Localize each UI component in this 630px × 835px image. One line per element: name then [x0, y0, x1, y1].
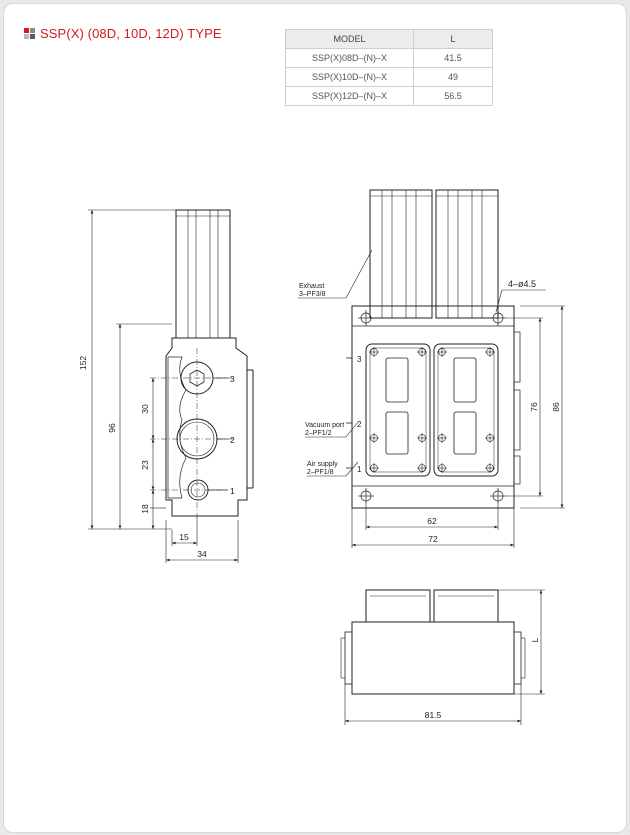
front-actuator-left: [369, 189, 433, 319]
dim-port-pitch-bottom: 23: [140, 460, 150, 470]
dim-bottom-offset: 18: [140, 504, 150, 514]
dim-hole-pitch-width: 62: [427, 516, 437, 526]
side-view: 152 96 30 23 18 15 34 3 2 1: [78, 209, 254, 563]
page-panel: [3, 3, 627, 833]
title-squares-icon: [24, 28, 35, 39]
dim-port-pitch-top: 30: [140, 404, 150, 414]
dim-body-height: 96: [107, 423, 117, 433]
front-port-1-label: 1: [357, 465, 362, 474]
bottom-body: [351, 621, 515, 695]
bottom-actuator-right: [433, 589, 499, 623]
dim-hole-pitch-height: 76: [529, 402, 539, 412]
mount-holes: [358, 310, 506, 504]
valve-body-left: [365, 343, 431, 477]
front-port-2-label: 2: [357, 420, 362, 429]
exhaust-spec: 3–PF3/8: [299, 291, 326, 298]
l-cell: 56.5: [413, 86, 493, 106]
exhaust-leader: [298, 249, 373, 299]
front-port-3-label: 3: [357, 355, 362, 364]
dim-front-height: 86: [551, 402, 561, 412]
vacuum-label: Vacuum port: [305, 422, 344, 429]
page-title: SSP(X) (08D, 10D, 12D) TYPE: [40, 26, 222, 41]
mount-hole-spec: 4–ø4.5: [508, 279, 536, 289]
bottom-view: L 81.5: [340, 589, 545, 725]
vacuum-spec: 2–PF1/2: [305, 430, 332, 437]
air-label: Air supply: [307, 461, 338, 468]
front-base-plate: [351, 305, 515, 509]
table-row: SSP(X)12D–(N)–X 56.5: [285, 86, 493, 106]
front-view: Exhaust 3–PF3/8 Vacuum port 2–PF1/2 Air …: [298, 189, 565, 548]
vacuum-leader: [305, 421, 359, 438]
exhaust-label: Exhaust: [299, 283, 324, 290]
dim-port-offset: 15: [179, 532, 189, 542]
dim-length: L: [530, 637, 540, 642]
bottom-actuator-left: [365, 589, 431, 623]
valve-body-right: [433, 343, 499, 477]
side-actuator: [175, 209, 231, 339]
spec-table: MODEL L SSP(X)08D–(N)–X 41.5 SSP(X)10D–(…: [285, 29, 493, 106]
dim-front-width: 72: [428, 534, 438, 544]
dim-side-width: 34: [197, 549, 207, 559]
l-header: L: [413, 29, 493, 49]
side-port-2-label: 2: [230, 435, 235, 445]
side-port-3-label: 3: [230, 374, 235, 384]
side-body: [165, 337, 248, 517]
front-actuator-right: [435, 189, 499, 319]
dim-overall-height: 152: [78, 356, 88, 370]
title-block: SSP(X) (08D, 10D, 12D) TYPE: [24, 26, 222, 41]
air-spec: 2–PF1/8: [307, 469, 334, 476]
dim-bottom-width: 81.5: [425, 710, 442, 720]
table-row: SSP(X)10D–(N)–X 49: [285, 67, 493, 87]
air-leader: [307, 461, 359, 477]
side-port-1-label: 1: [230, 486, 235, 496]
spec-table-header: MODEL L: [285, 29, 493, 49]
